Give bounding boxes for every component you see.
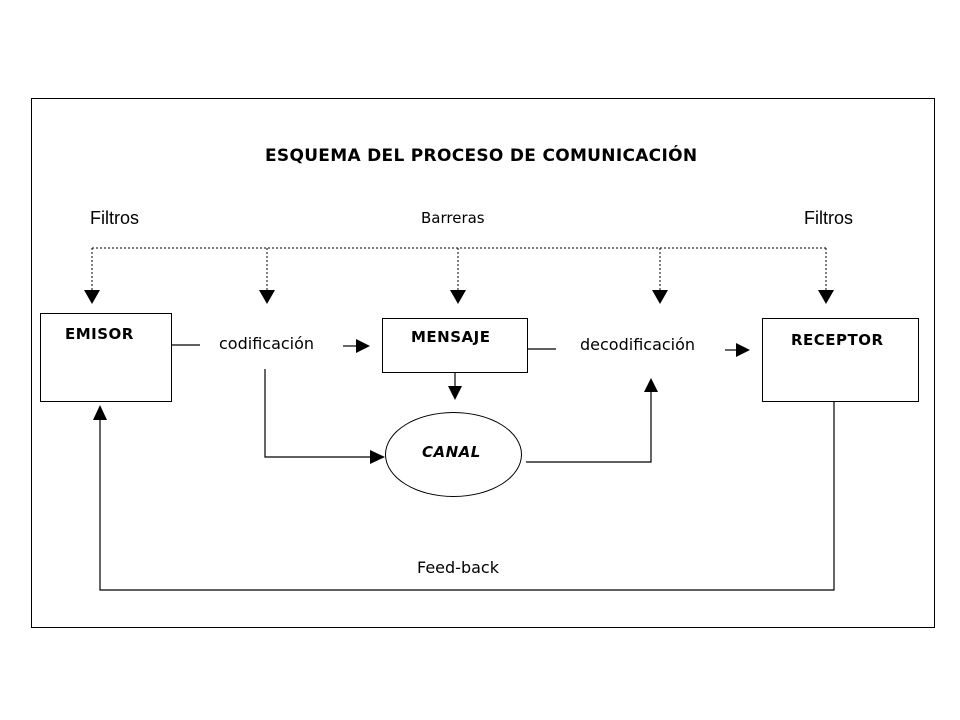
arrowhead-emisor-filter xyxy=(84,290,100,304)
receptor-label: RECEPTOR xyxy=(791,331,884,349)
arrowhead-codificacion-barrier xyxy=(259,290,275,304)
arrowhead-to-mensaje xyxy=(356,339,370,353)
emisor-box: EMISOR xyxy=(40,313,172,402)
left-filter-label: Filtros xyxy=(90,208,139,228)
arrowhead-feedback-to-emisor xyxy=(93,405,107,420)
barriers-label: Barreras xyxy=(421,209,485,227)
feedback-label: Feed-back xyxy=(417,558,499,577)
flow-lines xyxy=(99,344,835,591)
arrowhead-to-canal xyxy=(448,386,462,400)
barrier-arrowheads xyxy=(84,290,834,304)
mensaje-label: MENSAJE xyxy=(411,328,491,346)
arrowhead-to-receptor xyxy=(736,343,750,357)
mensaje-box: MENSAJE xyxy=(382,318,528,373)
receptor-box: RECEPTOR xyxy=(762,318,919,402)
arrowhead-mensaje-barrier xyxy=(450,290,466,304)
arrowhead-decodificacion-barrier xyxy=(652,290,668,304)
barrier-dotted-lines xyxy=(91,247,827,290)
right-filter-label: Filtros xyxy=(804,208,853,228)
flow-arrowheads xyxy=(93,339,750,464)
canal-label: CANAL xyxy=(422,443,481,461)
encoding-label: codificación xyxy=(219,334,315,353)
arrowhead-receptor-filter xyxy=(818,290,834,304)
canal-ellipse: CANAL xyxy=(385,412,522,497)
arrowhead-codificacion-to-canal xyxy=(370,450,385,464)
decoding-label: decodificación xyxy=(580,335,696,354)
arrowhead-to-decodificacion xyxy=(644,378,658,392)
diagram-title: ESQUEMA DEL PROCESO DE COMUNICACIÓN xyxy=(265,146,698,166)
emisor-label: EMISOR xyxy=(65,325,134,343)
diagram-frame xyxy=(31,98,935,628)
